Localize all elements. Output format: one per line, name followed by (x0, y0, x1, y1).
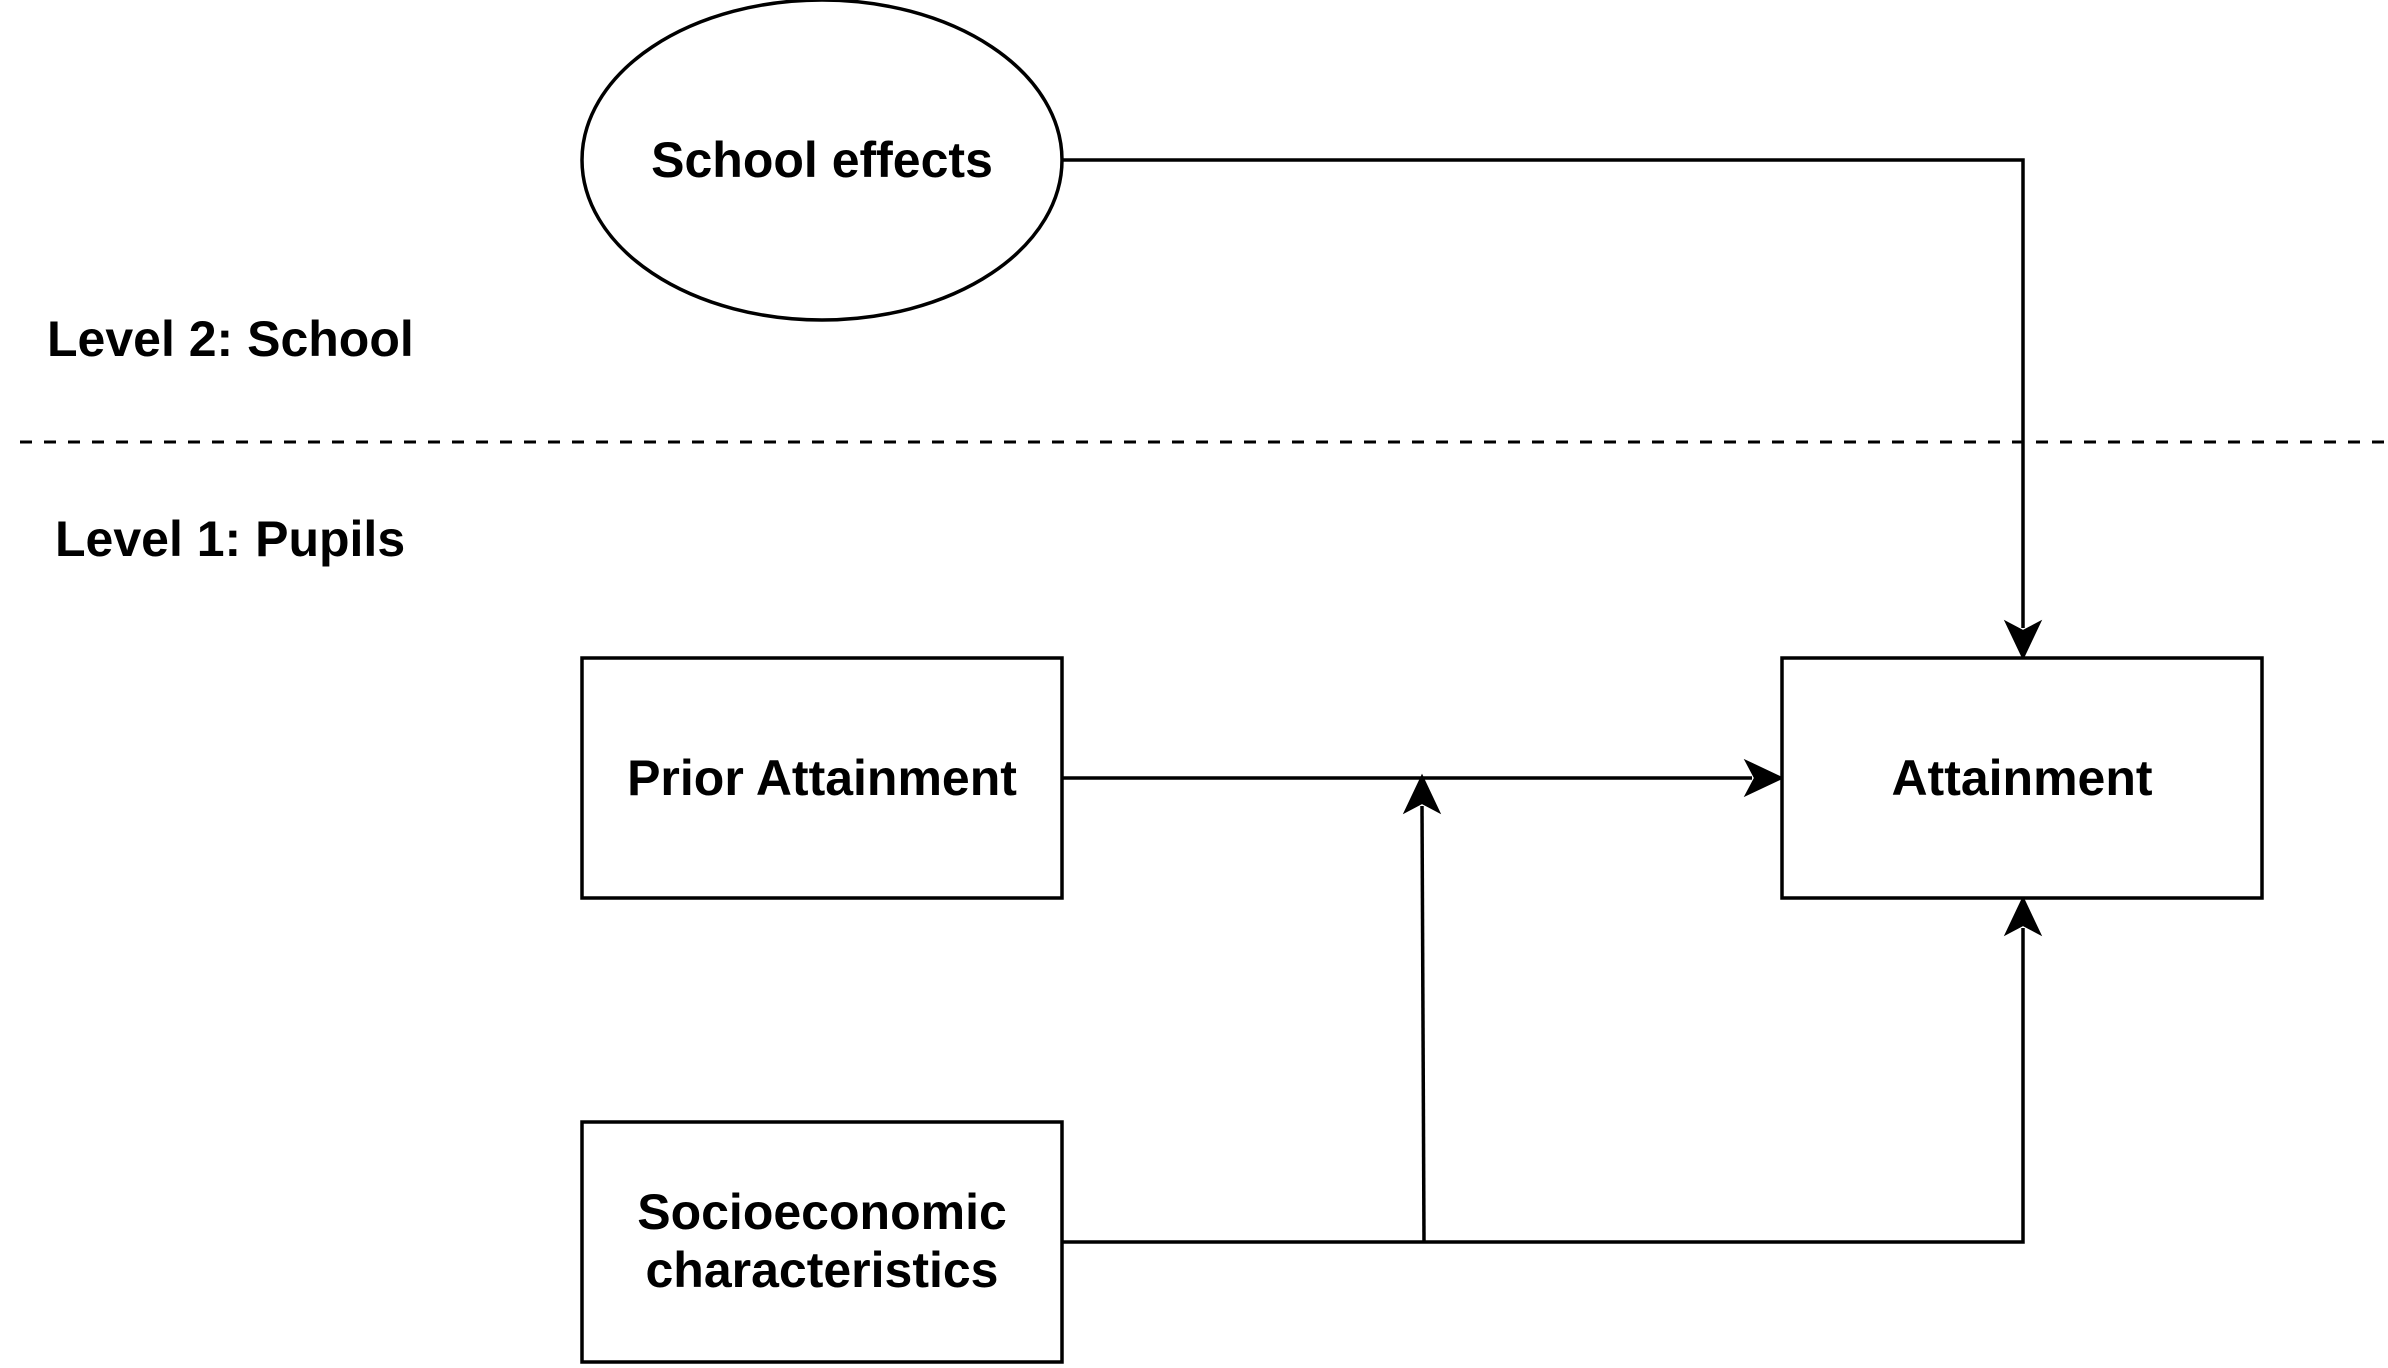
edge-school-effects-to-attainment (1062, 158, 2025, 628)
level-1-label: Level 1: Pupils (55, 511, 405, 567)
arrowhead-prior-to-attainment (1743, 758, 1785, 798)
edge-socioeconomic-to-attainment (1062, 928, 2025, 1244)
prior-attainment-label: Prior Attainment (627, 750, 1017, 806)
arrowhead-school-to-attainment (2003, 619, 2043, 661)
attainment-label: Attainment (1891, 750, 2152, 806)
socioeconomic-label-line2: characteristics (645, 1242, 998, 1298)
attainment-box (1780, 656, 2264, 900)
arrowhead-socioeconomic-to-attainment (2003, 895, 2043, 937)
socioeconomic-label-line1: Socioeconomic (637, 1184, 1007, 1240)
arrowhead-moderation (1402, 773, 1442, 815)
node-socioeconomic: Socioeconomic characteristics (580, 1120, 1064, 1364)
node-prior-attainment: Prior Attainment (580, 656, 1064, 900)
level-2-label: Level 2: School (47, 311, 414, 367)
node-school-effects: School effects (580, 0, 1064, 322)
school-effects-label: School effects (651, 132, 993, 188)
node-attainment: Attainment (1780, 656, 2264, 900)
socioeconomic-box (580, 1120, 1064, 1364)
school-effects-ellipse (580, 0, 1064, 322)
prior-attainment-box (580, 656, 1064, 900)
edge-socioeconomic-moderation (1420, 805, 1426, 1243)
